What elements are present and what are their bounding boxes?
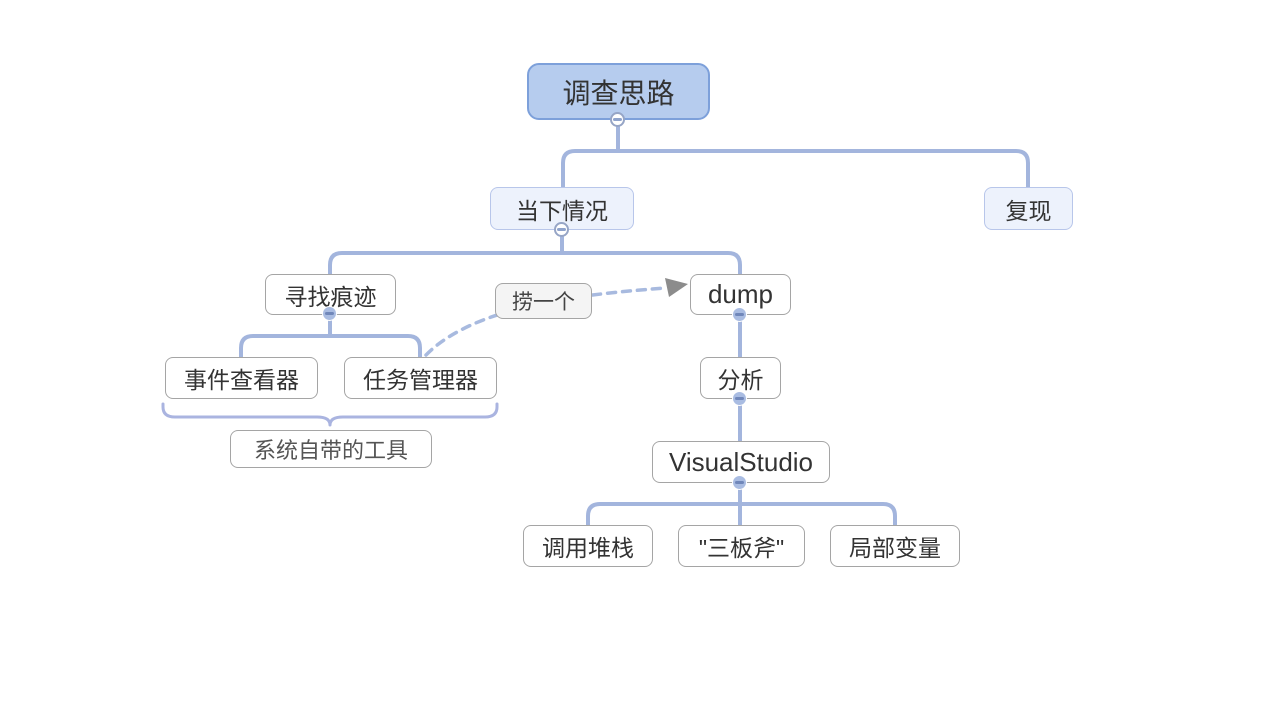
collapse-toggle-dump[interactable] <box>732 307 747 322</box>
node-visual-studio[interactable]: VisualStudio <box>652 441 830 483</box>
node-three-axes-label: "三板斧" <box>698 535 785 561</box>
node-find-traces-label: 寻找痕迹 <box>284 283 377 310</box>
connector-root-rail <box>561 149 1030 189</box>
relationship-arrowhead <box>665 278 688 297</box>
node-event-viewer[interactable]: 事件查看器 <box>165 357 318 399</box>
collapse-toggle-root[interactable] <box>610 112 625 127</box>
minus-icon <box>557 228 566 231</box>
collapse-toggle-current-situation[interactable] <box>554 222 569 237</box>
node-local-variables[interactable]: 局部变量 <box>830 525 960 567</box>
node-root-label: 调查思路 <box>562 77 675 109</box>
node-summary-system-tools-label: 系统自带的工具 <box>253 438 408 463</box>
connector-current-rail <box>328 251 742 276</box>
node-dump-label: dump <box>707 279 774 309</box>
node-reproduce[interactable]: 复现 <box>984 187 1073 230</box>
collapse-toggle-find-traces[interactable] <box>322 306 337 321</box>
node-call-stack-label: 调用堆栈 <box>542 535 634 561</box>
collapse-toggle-analyze[interactable] <box>732 391 747 406</box>
minus-icon <box>325 312 334 315</box>
node-call-stack[interactable]: 调用堆栈 <box>523 525 653 567</box>
relationship-label[interactable]: 捞一个 <box>495 283 592 319</box>
node-summary-system-tools[interactable]: 系统自带的工具 <box>230 430 432 468</box>
node-task-manager[interactable]: 任务管理器 <box>344 357 497 399</box>
connector-vs-rail <box>586 502 897 527</box>
minus-icon <box>735 313 744 316</box>
node-task-manager-label: 任务管理器 <box>363 367 478 393</box>
node-find-traces[interactable]: 寻找痕迹 <box>265 274 396 315</box>
minus-icon <box>735 397 744 400</box>
minus-icon <box>735 481 744 484</box>
relationship-label-text: 捞一个 <box>512 291 575 314</box>
collapse-toggle-visual-studio[interactable] <box>732 475 747 490</box>
node-event-viewer-label: 事件查看器 <box>184 367 299 393</box>
minus-icon <box>613 118 622 121</box>
node-visual-studio-label: VisualStudio <box>668 446 814 477</box>
node-current-situation-label: 当下情况 <box>516 197 608 224</box>
summary-brace <box>161 402 499 427</box>
node-three-axes[interactable]: "三板斧" <box>678 525 805 567</box>
connector-traces-rail <box>239 334 422 359</box>
node-local-variables-label: 局部变量 <box>849 535 941 561</box>
node-analyze-label: 分析 <box>717 367 764 393</box>
node-reproduce-label: 复现 <box>1005 197 1052 224</box>
